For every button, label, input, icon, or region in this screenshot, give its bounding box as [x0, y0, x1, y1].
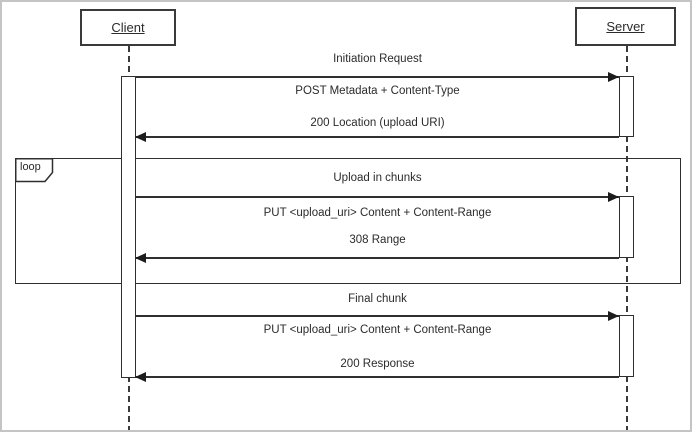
- request-message-label-initiation: POST Metadata + Content-Type: [295, 85, 460, 97]
- section-title-final: Final chunk: [348, 293, 407, 305]
- section-title-initiation: Initiation Request: [333, 53, 422, 65]
- request-message-line-final: [135, 315, 619, 317]
- request-message-label-final: PUT <upload_uri> Content + Content-Range: [263, 324, 492, 336]
- response-message-label-final: 200 Response: [340, 358, 415, 370]
- loop-fragment-frame: [15, 158, 681, 284]
- arrowhead-right-icon: [608, 311, 619, 321]
- server-activation-bar-final: [619, 315, 634, 377]
- request-message-line-loop: [135, 196, 619, 198]
- client-actor-label: Client: [111, 20, 145, 35]
- client-actor-box: Client: [80, 9, 176, 46]
- response-message-line-initiation: [135, 136, 619, 138]
- loop-fragment-tag-icon: [15, 158, 54, 183]
- response-message-line-loop: [135, 257, 619, 259]
- arrowhead-right-icon: [608, 192, 619, 202]
- server-activation-bar-loop: [619, 196, 634, 258]
- server-activation-bar-initiation: [619, 76, 634, 137]
- request-message-label-loop: PUT <upload_uri> Content + Content-Range: [263, 207, 492, 219]
- client-activation-bar: [121, 76, 136, 378]
- server-actor-label: Server: [606, 19, 645, 34]
- arrowhead-right-icon: [608, 72, 619, 82]
- response-message-label-initiation: 200 Location (upload URI): [310, 117, 445, 129]
- arrowhead-left-icon: [135, 372, 146, 382]
- arrowhead-left-icon: [135, 253, 146, 263]
- request-message-line-initiation: [135, 76, 619, 78]
- response-message-line-final: [135, 376, 619, 378]
- server-actor-box: Server: [575, 7, 676, 46]
- loop-fragment-label: loop: [20, 161, 41, 173]
- arrowhead-left-icon: [135, 132, 146, 142]
- section-title-loop: Upload in chunks: [333, 172, 422, 184]
- response-message-label-loop: 308 Range: [349, 234, 406, 246]
